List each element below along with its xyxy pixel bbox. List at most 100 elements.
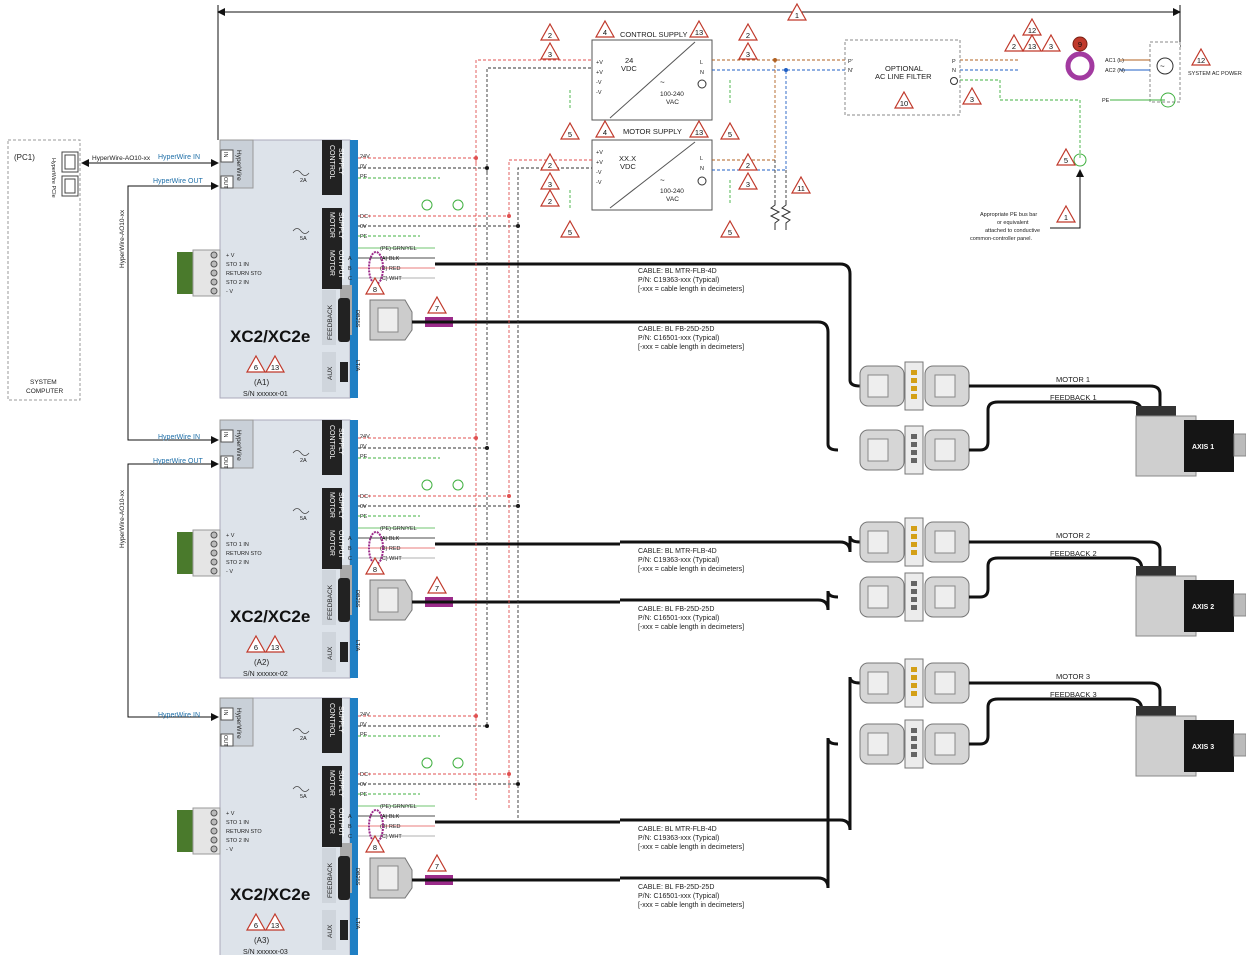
note-12: 12 xyxy=(1021,17,1043,36)
db25-label: DB25S xyxy=(354,590,360,608)
sto-label: + V xyxy=(226,253,235,259)
note-10-label: 10 xyxy=(900,99,908,108)
motor-cable-label: P/N: C19363-xxx (Typical) xyxy=(638,557,719,564)
note-1-label: 1 xyxy=(1064,213,1068,222)
drive-port-out: OUT xyxy=(222,735,228,747)
drive-model: XC2/XC2e xyxy=(230,885,310,904)
ms-pin-2: +V xyxy=(596,160,603,166)
control-supply-label: CONTROL xyxy=(328,703,335,737)
motor-supply-vunit: VDC xyxy=(620,162,636,171)
note-1-top: 1 xyxy=(786,2,808,21)
sto-label: STO 2 IN xyxy=(226,560,249,566)
note-5-label: 5 xyxy=(728,228,732,237)
drive-sn: S/N xxxxxx-01 xyxy=(243,391,288,398)
note-8: 8 xyxy=(364,834,386,853)
db25-label: DB25S xyxy=(354,310,360,328)
pc-id: (PC1) xyxy=(14,153,35,162)
note-6: 6 xyxy=(245,912,267,931)
motor-cable-label: P/N: C19363-xxx (Typical) xyxy=(638,277,719,284)
note-8-label: 8 xyxy=(373,285,377,294)
note-2-label: 2 xyxy=(548,197,552,206)
feedback-cable-label: [-xxx = cable length in decimeters] xyxy=(638,902,744,909)
motor-cable-label: [-xxx = cable length in decimeters] xyxy=(638,844,744,851)
note-6: 6 xyxy=(245,354,267,373)
note-5: 5 xyxy=(719,219,741,238)
out-wire-label: (C) WHT xyxy=(380,556,402,562)
drive-sn: S/N xxxxxx-03 xyxy=(243,949,288,955)
drive-sn: S/N xxxxxx-02 xyxy=(243,671,288,678)
note-13-label: 13 xyxy=(695,128,703,137)
note-2-label: 2 xyxy=(1012,42,1016,51)
feedback-label: FEEDBACK 3 xyxy=(1050,690,1097,699)
feedback-cable-label: CABLE: BL FB-25D-25D xyxy=(638,326,714,333)
drive-model: XC2/XC2e xyxy=(230,607,310,626)
note-8: 8 xyxy=(364,556,386,575)
motor-output-label-2: OUTPUT xyxy=(337,250,344,280)
mtr-pin: PE xyxy=(360,792,368,798)
motor-supply-vin: 100-240 xyxy=(660,188,684,195)
motor-cable-label: [-xxx = cable length in decimeters] xyxy=(638,566,744,573)
feedback-label: FEEDBACK 2 xyxy=(1050,549,1097,558)
ctrl-pin: 24V xyxy=(360,154,370,160)
feedback-label: FEEDBACK 1 xyxy=(1050,393,1097,402)
svg-text:~: ~ xyxy=(660,176,665,185)
control-supply-title: CONTROL SUPPLY xyxy=(620,30,688,39)
motor-cable-label: CABLE: BL MTR-FLB-4D xyxy=(638,826,717,833)
note-8-label: 8 xyxy=(373,565,377,574)
out-pin: B xyxy=(348,546,352,552)
out-pin: A xyxy=(348,814,352,820)
svg-text:~: ~ xyxy=(660,78,665,87)
note-3: 3 xyxy=(961,86,983,105)
motor-supply-vin-unit: VAC xyxy=(666,196,679,203)
sto-label: STO 2 IN xyxy=(226,280,249,286)
hyperwire-cable-top: HyperWire-AO10-xx xyxy=(92,155,151,162)
note-13: 13 xyxy=(688,119,710,138)
mtr-pin: DC+ xyxy=(360,214,371,220)
feedback-cable-label: P/N: C16501-xxx (Typical) xyxy=(638,615,719,622)
feedback-cable-label: CABLE: BL FB-25D-25D xyxy=(638,884,714,891)
note-3: 3 xyxy=(737,171,759,190)
feedback-cable-label: [-xxx = cable length in decimeters] xyxy=(638,344,744,351)
note-6-label: 6 xyxy=(254,921,258,930)
ms-pin-4: -V xyxy=(596,180,602,186)
drive-hyperwire-block: HyperWire xyxy=(235,150,242,181)
aux-label: AUX xyxy=(327,646,334,660)
cs-pin-l: L xyxy=(700,60,703,66)
system-ac-power: ~ AC1 (L) AC2 (N) SYSTEM AC POWER PE xyxy=(1065,41,1242,108)
drive-port-in: IN xyxy=(222,710,228,716)
out-wire-label: (B) RED xyxy=(380,824,401,830)
out-pin: C xyxy=(348,556,352,562)
axis-name: AXIS 2 xyxy=(1192,604,1214,611)
note-3-label: 3 xyxy=(1049,42,1053,51)
motor-supply-block: MOTOR SUPPLY XX.X VDC ~ 100-240 VAC +V +… xyxy=(591,127,713,211)
note-11: 11 xyxy=(790,175,812,194)
mtr-pin: PE xyxy=(360,514,368,520)
ms-pin-1: +V xyxy=(596,150,603,156)
note-6-label: 6 xyxy=(254,643,258,652)
note-7: 7 xyxy=(426,575,448,594)
note-13: 13 xyxy=(688,19,710,38)
out-wire-label: (A) BLK xyxy=(380,256,400,262)
out-wire-label: (B) RED xyxy=(380,266,401,272)
motor-output-label-2: OUTPUT xyxy=(337,530,344,560)
motor-supply-label: MOTOR xyxy=(328,492,335,518)
motor-label: MOTOR 3 xyxy=(1056,672,1090,681)
feedback-label: FEEDBACK xyxy=(327,304,334,340)
drive-port-out: OUT xyxy=(222,457,228,469)
drive-id: (A1) xyxy=(254,378,269,387)
out-wire-label: (PE) GRN/YEL xyxy=(380,526,417,532)
note-5: 5 xyxy=(1055,147,1077,166)
fuse-ctrl: 2A xyxy=(300,458,307,464)
ms-pin-n: N xyxy=(700,166,704,172)
note-6: 6 xyxy=(245,634,267,653)
filter-label-1: OPTIONAL xyxy=(885,64,923,73)
mtr-pin: 0V xyxy=(360,782,367,788)
motor-output-label: MOTOR xyxy=(328,250,335,276)
feedback-cable-label: P/N: C16501-xxx (Typical) xyxy=(638,893,719,900)
note-13-label: 13 xyxy=(271,643,279,652)
aux-conn-label: LT/A xyxy=(354,360,360,372)
